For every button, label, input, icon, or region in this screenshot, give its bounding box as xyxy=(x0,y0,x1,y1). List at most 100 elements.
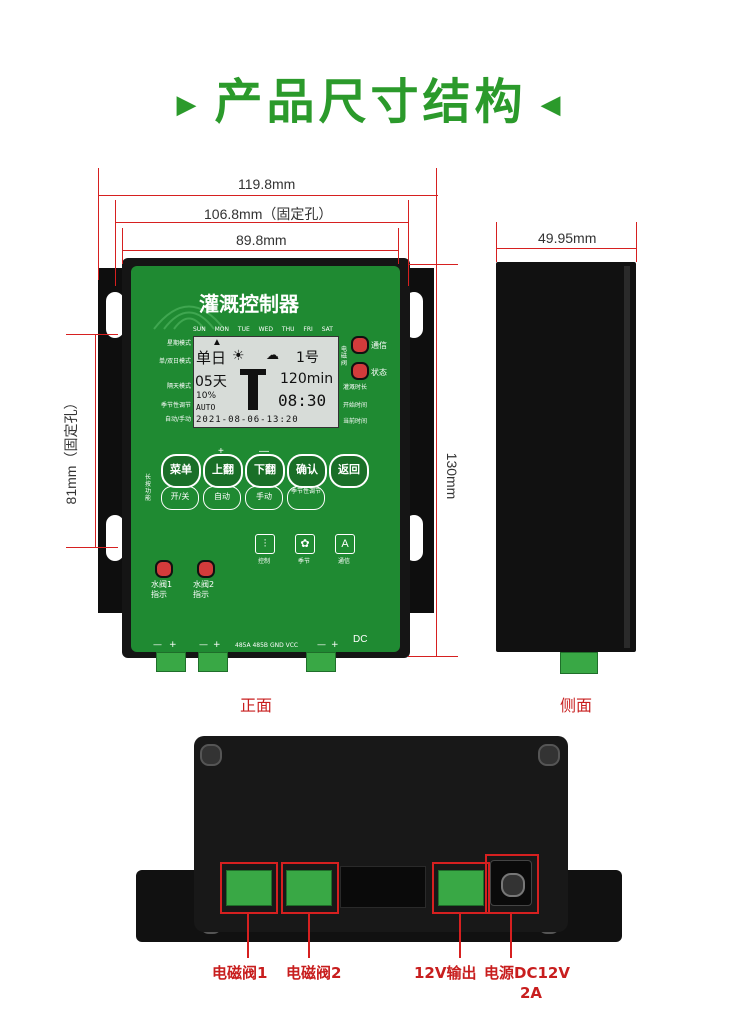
dim-tick xyxy=(66,547,118,548)
mode-label: 隔天模式 xyxy=(166,383,191,390)
terminal-sign: + xyxy=(331,640,339,650)
long-press-label: 长按功能 xyxy=(145,474,152,502)
confirm-button[interactable]: 确认 xyxy=(287,454,327,488)
down-button[interactable]: 下翻 xyxy=(245,454,285,488)
dim-line xyxy=(122,250,398,251)
lcd-duration: 120min xyxy=(280,371,334,387)
power-current-label: 2A xyxy=(520,984,543,1002)
dim-line xyxy=(115,222,408,223)
season-sub-label: 季节性调节 xyxy=(287,486,325,510)
day-row: SUN MON TUE WED THU FRI SAT xyxy=(193,326,333,333)
lcd-screen: ▲ 单日 ☀ ☁ 1号 05天 120min 10% AUTO 08:30 20… xyxy=(193,336,339,428)
leader-line xyxy=(510,912,512,958)
start-time-label: 开始时间 xyxy=(343,402,368,409)
day-label: MON xyxy=(214,326,229,333)
rs485-slot xyxy=(340,866,426,908)
mode-label: 星期模式 xyxy=(166,340,191,347)
dim-line xyxy=(436,264,437,656)
dim-tick xyxy=(408,264,458,265)
lcd-days: 05天 xyxy=(195,374,227,390)
highlight-box xyxy=(281,862,339,914)
lcd-time: 08:30 xyxy=(278,391,327,410)
day-label: TUE xyxy=(237,326,250,333)
leader-line xyxy=(247,912,249,958)
mode-label: 单/双日模式 xyxy=(158,358,191,365)
icon-label: 通信 xyxy=(338,558,351,565)
dim-tick xyxy=(408,656,458,657)
up-button[interactable]: 上翻 xyxy=(203,454,243,488)
dim-tick xyxy=(436,168,437,280)
leader-line xyxy=(459,912,461,958)
valve1-led xyxy=(155,560,173,578)
highlight-box xyxy=(220,862,278,914)
page-title: ▶产品尺寸结构◀ xyxy=(0,62,741,132)
dim-line xyxy=(95,334,96,547)
valve2-label: 电磁阀2 xyxy=(286,964,342,982)
dim-height: 130mm xyxy=(444,452,460,500)
current-time-label: 当前时间 xyxy=(343,418,368,425)
lcd-relay: 1号 xyxy=(296,350,319,366)
control-panel: 灌溉控制器 SUN MON TUE WED THU FRI SAT 星期模式 单… xyxy=(131,266,400,652)
back-button[interactable]: 返回 xyxy=(329,454,369,488)
onoff-sub-label: 开/关 xyxy=(161,486,199,510)
highlight-box xyxy=(485,854,539,914)
season-icon: ✿ xyxy=(295,534,315,554)
dim-overall-width: 119.8mm xyxy=(238,176,296,192)
lcd-auto: AUTO xyxy=(196,403,216,412)
terminal-sign: — xyxy=(199,640,208,650)
lcd-mode: 单日 xyxy=(196,349,227,367)
valve2-indicator-label: 水阀2指示 xyxy=(193,580,215,599)
manual-sub-label: 手动 xyxy=(245,486,283,510)
status-led xyxy=(351,362,369,380)
valve-cap-icon xyxy=(240,369,266,375)
status-label: 状态 xyxy=(371,368,387,377)
dim-tick xyxy=(115,200,116,286)
side-edge xyxy=(624,266,630,648)
dc-label: DC xyxy=(353,634,368,645)
dim-side-depth: 49.95mm xyxy=(538,230,597,246)
valve-bar-icon xyxy=(248,370,258,410)
output-12v-label: 12V输出 xyxy=(414,964,477,982)
right-triangle-icon: ▶ xyxy=(176,90,201,120)
bottom-view: 电磁阀1 电磁阀2 12V输出 电源DC12V 2A xyxy=(0,730,741,1024)
day-label: SUN xyxy=(193,326,206,333)
dim-tick xyxy=(122,228,123,264)
comm-led xyxy=(351,336,369,354)
button-plus-mark: + xyxy=(218,446,224,457)
rs485-label: 485A 485B GND VCC xyxy=(235,642,299,649)
day-marker-icon: ▲ xyxy=(212,337,222,348)
dim-tick xyxy=(98,168,99,280)
sun-icon: ☀ xyxy=(232,347,245,363)
terminal-block xyxy=(198,652,228,672)
dim-hole-vertical: 81mm（固定孔） xyxy=(63,395,79,505)
lcd-percent: 10% xyxy=(196,391,217,401)
dim-tick xyxy=(66,334,118,335)
terminal-sign: — xyxy=(317,640,326,650)
day-label: WED xyxy=(258,326,274,333)
side-view: 49.95mm 侧面 xyxy=(490,220,650,720)
icon-label: 控制 xyxy=(258,558,271,565)
lcd-datetime: 2021-08-06-13:20 xyxy=(196,415,299,425)
bracket-slot xyxy=(106,292,124,338)
comm-label: 通信 xyxy=(371,341,387,350)
terminal-block xyxy=(156,652,186,672)
mode-label: 自动/手动 xyxy=(164,416,191,423)
leader-line xyxy=(308,912,310,958)
day-label: THU xyxy=(281,326,295,333)
dim-tick xyxy=(408,200,409,286)
mode-label: 季节性调节 xyxy=(160,402,191,409)
wifi-icon: A xyxy=(335,534,355,554)
highlight-box xyxy=(432,862,490,914)
button-minus-mark: — xyxy=(259,446,269,457)
auto-sub-label: 自动 xyxy=(203,486,241,510)
power-label: 电源DC12V xyxy=(484,964,570,982)
terminal-sign: + xyxy=(213,640,221,650)
dim-panel-width: 89.8mm xyxy=(236,232,287,248)
valve2-led xyxy=(197,560,215,578)
duration-label: 灌溉时长 xyxy=(343,384,368,391)
product-name: 灌溉控制器 xyxy=(199,292,299,316)
decor-arcs xyxy=(153,305,225,330)
valve-label: 电磁阀 xyxy=(341,346,348,367)
side-terminal xyxy=(560,652,598,674)
menu-button[interactable]: 菜单 xyxy=(161,454,201,488)
